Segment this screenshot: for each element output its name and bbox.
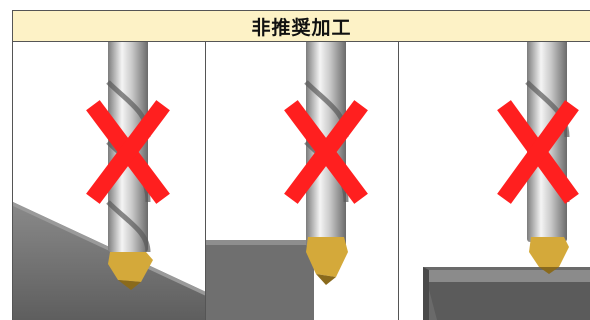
drill-insert	[306, 237, 348, 277]
panel-edge-surface	[205, 42, 398, 320]
drill-insert	[108, 252, 153, 282]
cross-mark-icon	[284, 100, 368, 204]
cross-mark-icon	[497, 100, 579, 204]
workpiece-thin-plate	[423, 267, 590, 320]
panel-inclined-surface	[12, 42, 205, 320]
header-title: 非推奨加工	[251, 16, 352, 39]
thin-plate-surface-illustration	[423, 42, 590, 320]
drill-insert	[529, 237, 569, 267]
inclined-surface-illustration	[13, 42, 205, 320]
panel-thin-plate-surface	[398, 42, 590, 320]
header-bar: 非推奨加工	[12, 10, 590, 42]
cross-mark-icon	[86, 100, 170, 204]
workpiece-edge	[206, 240, 314, 320]
panel-row	[12, 42, 590, 320]
edge-surface-illustration	[206, 42, 368, 320]
